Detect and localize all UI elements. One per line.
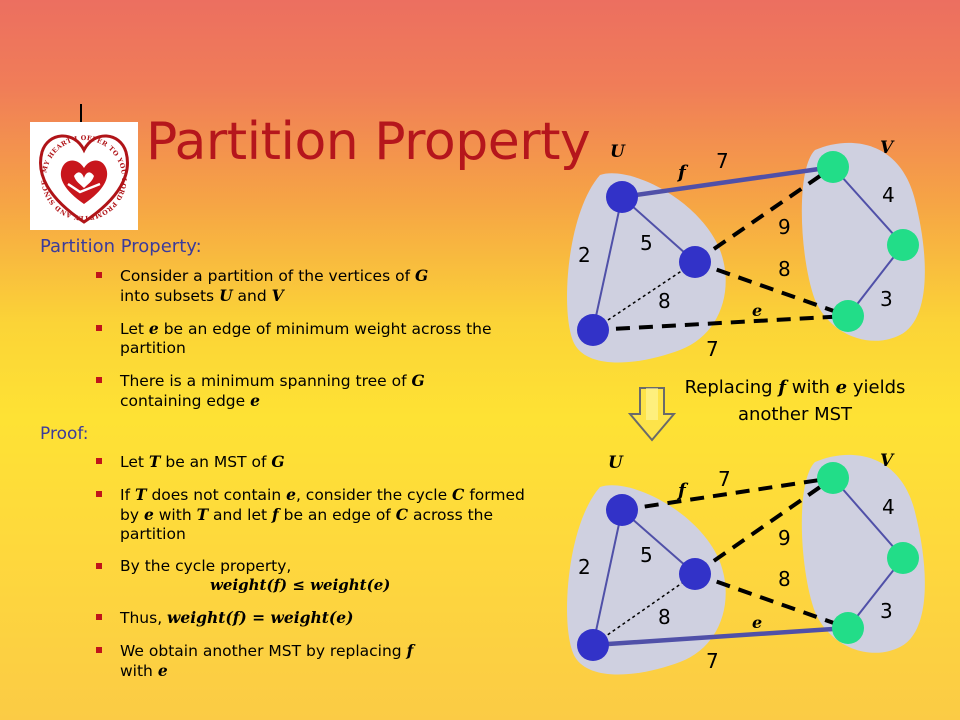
vertex-v-bottom bbox=[832, 300, 864, 332]
bullet-marker bbox=[96, 458, 102, 464]
edge-right-upper bbox=[832, 166, 904, 246]
vertex-u-top bbox=[606, 181, 638, 213]
diagram-before: U V f 7 2 5 8 9 8 e 7 4 3 bbox=[567, 138, 925, 363]
region-u bbox=[567, 485, 726, 675]
edge-right-lower bbox=[847, 557, 904, 629]
edge-left-vertical bbox=[592, 196, 623, 331]
proof-bullet-thus: Thus, weight(f) = weight(e) bbox=[96, 608, 526, 628]
bullet-marker bbox=[96, 325, 102, 331]
proof-bullets: Let T be an MST of G If T does not conta… bbox=[96, 452, 526, 681]
formula-cycle: weight(f) ≤ weight(e) bbox=[210, 576, 391, 594]
edge-upper-diag bbox=[621, 509, 696, 575]
weight-f: 7 bbox=[718, 467, 731, 491]
edge-label-f: f bbox=[676, 162, 689, 183]
weight-dotted-inner: 8 bbox=[658, 605, 671, 629]
weight-dotted-inner: 8 bbox=[658, 289, 671, 313]
edge-right-lower bbox=[847, 244, 904, 317]
partition-property-label: Partition Property: bbox=[40, 236, 202, 257]
edge-upper-diag bbox=[621, 196, 696, 263]
vertex-v-right bbox=[887, 542, 919, 574]
edge-cross-lower bbox=[694, 572, 849, 630]
vertex-u-bottom bbox=[577, 314, 609, 346]
vertex-u-top bbox=[606, 494, 638, 526]
proof-label: Proof: bbox=[40, 424, 89, 444]
region-v bbox=[801, 142, 925, 341]
bullet-min-edge: Let e be an edge of minimum weight acros… bbox=[96, 319, 526, 358]
weight-left-vertical: 2 bbox=[578, 243, 591, 267]
vertex-u-bottom bbox=[577, 629, 609, 661]
proof-bullet-mst: Let T be an MST of G bbox=[96, 452, 526, 472]
vertex-v-bottom bbox=[832, 612, 864, 644]
weight-left-vertical: 2 bbox=[578, 555, 591, 579]
region-u bbox=[567, 173, 726, 363]
edge-label-f: f bbox=[676, 480, 689, 501]
edge-label-e: e bbox=[752, 613, 762, 632]
diagram-after: U V f 7 2 5 8 9 8 e 7 4 3 bbox=[567, 451, 925, 675]
weight-f: 7 bbox=[716, 149, 729, 173]
edge-f-nontree bbox=[621, 476, 834, 512]
bullet-mst-exists: There is a minimum spanning tree of G co… bbox=[96, 371, 526, 411]
edge-left-vertical bbox=[592, 509, 623, 646]
proof-bullet-replace: We obtain another MST by replacing f wit… bbox=[96, 641, 526, 681]
edge-f-tree bbox=[621, 164, 834, 200]
bullet-marker bbox=[96, 563, 102, 569]
proof-bullet-cycle-property: By the cycle property, weight(f) ≤ weigh… bbox=[96, 557, 526, 595]
weight-upper-diag: 5 bbox=[640, 543, 653, 567]
set-label-u: U bbox=[610, 142, 626, 162]
heart-seal-logo: MY HEART I OFFER TO YOU LORD PROMPTLY AN… bbox=[30, 122, 138, 230]
weight-cross-mid: 9 bbox=[778, 215, 791, 239]
bullet-marker bbox=[96, 614, 102, 620]
edge-label-e: e bbox=[752, 301, 762, 320]
weight-cross-lower: 8 bbox=[778, 257, 791, 281]
formula-thus: weight(f) = weight(e) bbox=[167, 608, 354, 627]
weight-right-upper: 4 bbox=[882, 495, 895, 519]
weight-cross-mid: 9 bbox=[778, 526, 791, 550]
property-bullets: Consider a partition of the vertices of … bbox=[96, 266, 526, 411]
edge-e-tree bbox=[592, 625, 849, 648]
weight-right-lower: 3 bbox=[880, 287, 893, 311]
bullet-marker bbox=[96, 272, 102, 278]
bullet-marker bbox=[96, 647, 102, 653]
vertex-v-top bbox=[817, 151, 849, 183]
weight-e: 7 bbox=[706, 337, 719, 361]
set-label-v: V bbox=[880, 138, 895, 158]
region-v bbox=[801, 454, 925, 653]
diagram-caption: Replacing f with e yields another MST bbox=[684, 377, 906, 425]
bullet-partition: Consider a partition of the vertices of … bbox=[96, 266, 526, 306]
page-title: Partition Property bbox=[146, 112, 591, 172]
set-label-u: U bbox=[608, 453, 624, 473]
weight-right-lower: 3 bbox=[880, 599, 893, 623]
bullet-marker bbox=[96, 491, 102, 497]
set-label-v: V bbox=[880, 451, 895, 471]
edge-cross-lower bbox=[694, 260, 849, 318]
proof-bullet-cycle: If T does not contain e, consider the cy… bbox=[96, 485, 526, 544]
edge-e-nontree bbox=[592, 314, 849, 332]
weight-upper-diag: 5 bbox=[640, 231, 653, 255]
edge-dotted-inner bbox=[592, 573, 696, 646]
weight-e: 7 bbox=[706, 649, 719, 673]
edge-right-upper bbox=[832, 477, 904, 559]
edge-cross-mid bbox=[693, 476, 835, 576]
bullet-marker bbox=[96, 377, 102, 383]
edge-dotted-inner bbox=[592, 261, 696, 331]
vertex-u-mid bbox=[679, 246, 711, 278]
edge-cross-mid bbox=[693, 165, 835, 264]
weight-cross-lower: 8 bbox=[778, 567, 791, 591]
vertex-u-mid bbox=[679, 558, 711, 590]
down-arrow-icon bbox=[628, 387, 676, 442]
vertex-v-top bbox=[817, 462, 849, 494]
vertex-v-right bbox=[887, 229, 919, 261]
weight-right-upper: 4 bbox=[882, 183, 895, 207]
